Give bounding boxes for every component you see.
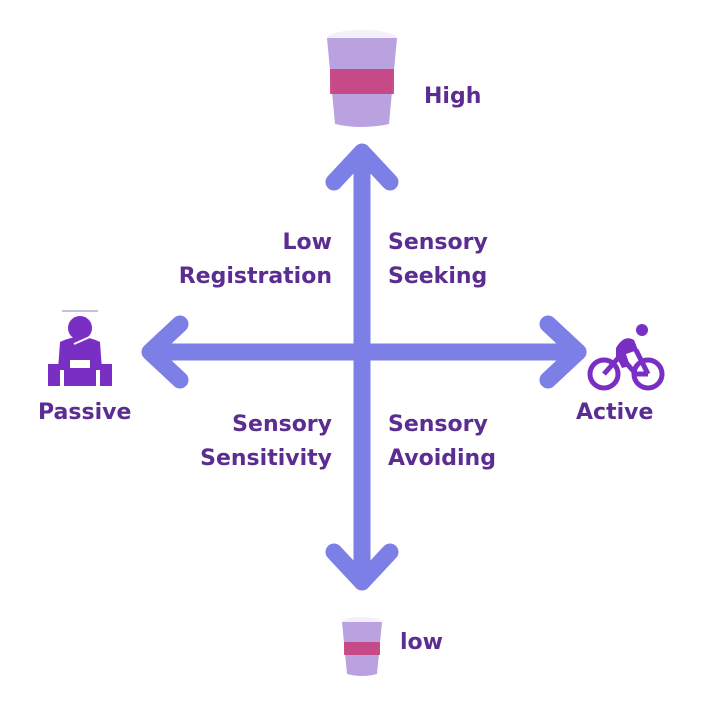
quadrant-bottom-left-line2: Sensitivity — [200, 446, 332, 471]
quadrant-top-right-line1: Sensory — [388, 230, 488, 255]
axis-label-high: High — [424, 84, 482, 109]
small-cup-icon — [342, 617, 382, 676]
quadrant-top-right-label: Sensory Seeking — [388, 226, 488, 294]
axis-label-active: Active — [576, 400, 654, 425]
axis-label-low: low — [400, 630, 443, 655]
cyclist-icon — [587, 324, 665, 391]
full-cup-icon — [327, 30, 397, 127]
sitting-person-icon — [48, 310, 112, 386]
quadrant-top-left-line2: Registration — [178, 264, 332, 289]
axis-label-passive: Passive — [38, 400, 132, 425]
quadrant-bottom-left-label: Sensory Sensitivity — [200, 408, 332, 476]
arrowhead-up — [325, 143, 399, 191]
arrowhead-down — [325, 543, 399, 591]
arrowhead-left — [141, 315, 189, 389]
quadrant-bottom-left-line1: Sensory — [232, 412, 332, 437]
quadrant-bottom-right-line2: Avoiding — [388, 446, 496, 471]
quadrant-bottom-right-line1: Sensory — [388, 412, 488, 437]
quadrant-bottom-right-label: Sensory Avoiding — [388, 408, 496, 476]
quadrant-top-right-line2: Seeking — [388, 264, 488, 289]
quadrant-top-left-label: Low Registration — [179, 226, 332, 294]
arrowhead-right — [539, 315, 587, 389]
quadrant-top-left-line1: Low — [282, 230, 332, 255]
